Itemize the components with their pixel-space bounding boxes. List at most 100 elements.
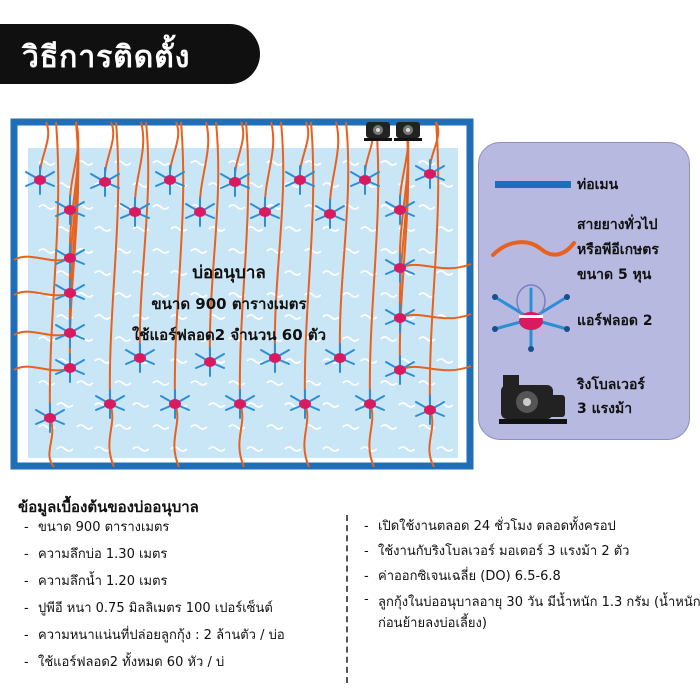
hose-line [338, 121, 350, 359]
wave-icon [38, 336, 56, 342]
wave-icon [190, 424, 208, 430]
aerator-unit [55, 353, 85, 383]
hose-line [138, 121, 150, 359]
wave-icon [170, 226, 188, 232]
wave-icon [266, 424, 284, 430]
hose-line [208, 121, 220, 363]
legend-hose-3: ขนาด 5 หุน [577, 267, 652, 283]
wave-icon [322, 270, 340, 276]
wave-icon [304, 380, 322, 386]
hose-line [399, 313, 472, 320]
wave-icon [228, 380, 246, 386]
hose-line [238, 121, 250, 405]
wave-icon [436, 402, 454, 408]
wave-icon [56, 446, 74, 452]
wave-icon [380, 292, 398, 298]
aerator-unit [220, 167, 250, 197]
wave-icon [228, 248, 246, 254]
wave-icon [284, 270, 302, 276]
wave-icon [246, 402, 264, 408]
hose-line [398, 121, 410, 371]
hose-line [303, 121, 315, 405]
wave-icon [266, 248, 284, 254]
blowers [364, 122, 422, 141]
aerator-unit [325, 343, 355, 373]
wave-icon [304, 248, 322, 254]
hose-line [368, 403, 375, 468]
hose-line [428, 121, 440, 411]
wave-icon [342, 380, 360, 386]
wave-icon [114, 380, 132, 386]
info-heading: ข้อมูลเบื้องต้นของบ่ออนุบาล [18, 498, 199, 516]
wave-icon [360, 226, 378, 232]
wave-icon [342, 204, 360, 210]
wave-icon [398, 446, 416, 452]
wave-icon [208, 446, 226, 452]
wave-icon [190, 248, 208, 254]
wave-icon [76, 380, 94, 386]
wave-icon [246, 314, 264, 320]
page-title: วิธีการติดตั้ง [22, 40, 191, 75]
wave-icon [76, 424, 94, 430]
wave-icon [322, 402, 340, 408]
aerator-unit [195, 347, 225, 377]
wave-icon [132, 446, 150, 452]
wave-icon [170, 446, 188, 452]
wave-icon [418, 336, 436, 342]
legend-main-pipe: ท่อเมน [577, 177, 619, 193]
wave-icon [304, 336, 322, 342]
info-item: ใช้แอร์ฟลอด2 ทั้งหมด 60 หัว / บ่ [22, 649, 285, 676]
legend-hose-1: สายยางทั่วไป [577, 217, 658, 233]
wave-icon [114, 424, 132, 430]
wave-icon [170, 358, 188, 364]
aerator-unit [250, 197, 280, 227]
wave-icon [360, 358, 378, 364]
pond-aerators: ใช้แอร์ฟลอด2 จำนวน 60 ตัว [131, 326, 327, 344]
aerator-unit [125, 343, 155, 373]
wave-icon [246, 358, 264, 364]
wave-icon [208, 270, 226, 276]
wave-icon [342, 424, 360, 430]
wave-icon [114, 336, 132, 342]
aerator-unit [260, 343, 290, 373]
wave-icon [228, 336, 246, 342]
wave-icon [418, 204, 436, 210]
aerator-unit [120, 197, 150, 227]
wave-icon [284, 226, 302, 232]
aerator-unit [25, 165, 55, 195]
wave-icon [284, 358, 302, 364]
ring-blower-icon [499, 375, 567, 424]
legend-blower-2: 3 แรงม้า [577, 401, 633, 417]
aerator-unit [385, 303, 415, 333]
wave-icon [228, 424, 246, 430]
wave-icon [152, 380, 170, 386]
wave-icon [418, 248, 436, 254]
hose-line [368, 121, 380, 405]
wave-icon [132, 270, 150, 276]
aerator-icon [492, 284, 570, 352]
info-list-left: ขนาด 900 ตารางเมตร ความลึกบ่อ 1.30 เมตร … [22, 514, 285, 676]
wave-icon [284, 314, 302, 320]
wave-icon [246, 446, 264, 452]
info-item: ปูพีอี หนา 0.75 มิลลิเมตร 100 เปอร์เซ็นต… [22, 595, 285, 622]
hose-icon [491, 240, 576, 257]
wave-icon [94, 226, 112, 232]
aerator-unit [385, 355, 415, 385]
info-item: ความลึกน้ำ 1.20 เมตร [22, 568, 285, 595]
aerator-unit [385, 195, 415, 225]
wave-icon [418, 160, 436, 166]
wave-icon [76, 248, 94, 254]
wave-icon [152, 160, 170, 166]
aerator-unit [55, 243, 85, 273]
aerator-unit [55, 195, 85, 225]
hose-line [48, 121, 60, 419]
wave-icon [152, 248, 170, 254]
hose-line [173, 403, 180, 468]
aerators [25, 159, 445, 433]
aerator-unit [55, 278, 85, 308]
wave-icon [38, 204, 56, 210]
info-item: เปิดใช้งานตลอด 24 ชั่วโมง ตลอดทั้งครอป [362, 514, 700, 539]
wave-icon [170, 314, 188, 320]
wave-icon [342, 160, 360, 166]
wave-icon [380, 248, 398, 254]
